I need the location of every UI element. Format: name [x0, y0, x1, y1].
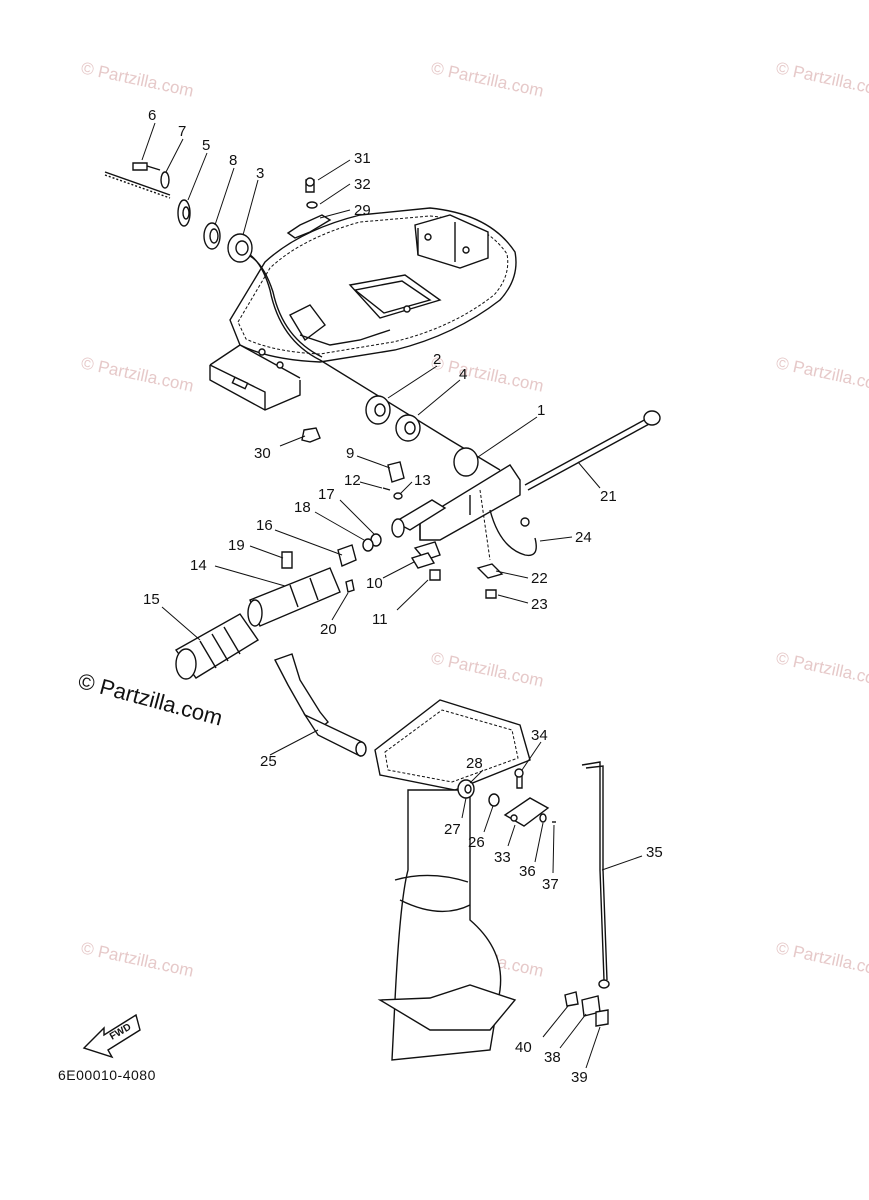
clamp-10 — [410, 552, 436, 569]
callout-31: 31 — [354, 150, 371, 167]
callout-1: 1 — [537, 402, 545, 419]
callout-17: 17 — [318, 486, 335, 503]
callout-3: 3 — [256, 165, 264, 182]
callout-40: 40 — [515, 1039, 532, 1056]
throttle-shaft — [247, 567, 341, 627]
callout-13: 13 — [414, 472, 431, 489]
callout-12: 12 — [344, 472, 361, 489]
callout-15: 15 — [143, 591, 160, 608]
callout-34: 34 — [531, 727, 548, 744]
screw-23 — [485, 589, 497, 599]
screw-19 — [281, 551, 293, 569]
callout-26: 26 — [468, 834, 485, 851]
diagram-code: 6E00010-4080 — [58, 1067, 156, 1083]
steering-bracket — [391, 447, 521, 561]
callout-14: 14 — [190, 557, 207, 574]
callout-39: 39 — [571, 1069, 588, 1086]
plate-22 — [476, 563, 504, 579]
shift-link — [503, 768, 556, 827]
tiller-rod — [524, 410, 661, 491]
upper-casing — [374, 699, 531, 1061]
callout-10: 10 — [366, 575, 383, 592]
callout-8: 8 — [229, 152, 237, 169]
callout-29: 29 — [354, 202, 371, 219]
shift-collar — [457, 779, 500, 807]
callout-20: 20 — [320, 621, 337, 638]
bottom-cowling — [209, 207, 517, 411]
throttle-grip — [174, 613, 259, 680]
stop-switch-wire — [489, 509, 537, 557]
forward-arrow-icon: FWD — [82, 1013, 141, 1059]
pin-20 — [345, 579, 355, 593]
callout-4: 4 — [459, 366, 467, 383]
screw-11 — [429, 569, 441, 581]
shift-rod — [581, 761, 610, 989]
callout-21: 21 — [600, 488, 617, 505]
callout-5: 5 — [202, 137, 210, 154]
bracket-bolt-set — [286, 177, 332, 239]
cable-grommets — [132, 162, 253, 263]
callout-22: 22 — [531, 570, 548, 587]
callout-7: 7 — [178, 123, 186, 140]
callout-9: 9 — [346, 445, 354, 462]
rod-grommets — [365, 395, 421, 442]
callout-36: 36 — [519, 863, 536, 880]
callout-27: 27 — [444, 821, 461, 838]
callout-2: 2 — [433, 351, 441, 368]
callout-11: 11 — [372, 611, 388, 628]
callout-35: 35 — [646, 844, 663, 861]
callout-37: 37 — [542, 876, 559, 893]
callout-18: 18 — [294, 499, 311, 516]
callout-32: 32 — [354, 176, 371, 193]
stop-switch — [382, 461, 405, 500]
callout-numbers: 6 7 5 8 3 31 32 29 2 4 1 21 24 22 23 9 1… — [143, 107, 663, 1086]
callout-24: 24 — [575, 529, 592, 546]
leader-lines — [141, 122, 643, 1069]
callout-16: 16 — [256, 517, 273, 534]
friction-parts — [337, 533, 382, 567]
callout-38: 38 — [544, 1049, 561, 1066]
nut-30 — [301, 427, 321, 443]
callout-25: 25 — [260, 753, 277, 770]
shift-lever — [274, 653, 367, 758]
rod-connector — [564, 991, 609, 1027]
callout-19: 19 — [228, 537, 245, 554]
callout-23: 23 — [531, 596, 548, 613]
callout-6: 6 — [148, 107, 156, 124]
throttle-cable — [104, 171, 501, 471]
callout-33: 33 — [494, 849, 511, 866]
callout-30: 30 — [254, 445, 271, 462]
callout-28: 28 — [466, 755, 483, 772]
